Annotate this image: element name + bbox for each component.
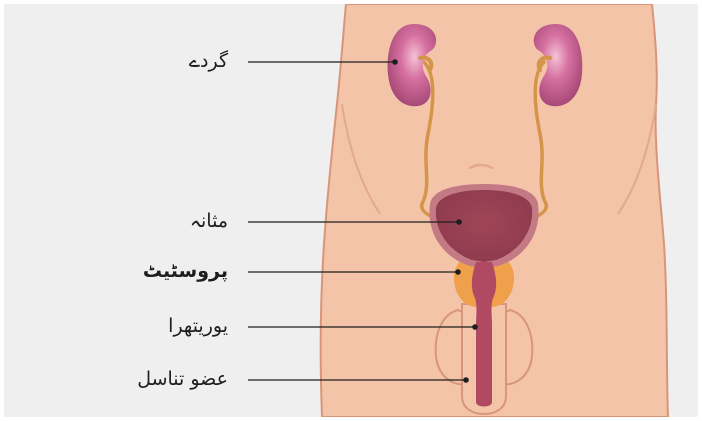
label-bladder: مثانہ [190,212,228,231]
label-urethra: یوریتھرا [168,317,228,336]
leader-dot-kidneys [392,59,398,65]
leader-dot-bladder [456,219,462,225]
leader-dot-penis [463,377,469,383]
leader-dot-urethra [472,324,478,330]
label-kidneys: گردے [189,52,228,71]
anatomy-illustration [4,4,698,417]
leader-dot-prostate [455,269,461,275]
label-penis: عضو تناسل [137,370,228,389]
diagram-panel: گردے مثانہ پروسٹیٹ یوریتھرا عضو تناسل [4,4,698,417]
label-prostate: پروسٹیٹ [143,262,228,281]
